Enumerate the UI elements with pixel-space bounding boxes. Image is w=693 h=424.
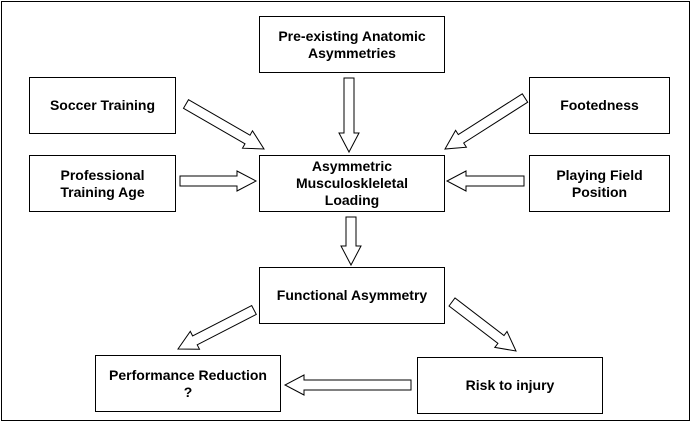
arrow-functional-to-risk	[448, 297, 517, 352]
node-playing-field-position: Playing Field Position	[529, 155, 670, 212]
node-footedness: Footedness	[529, 77, 670, 134]
arrow-loading-to-functional	[340, 216, 362, 267]
arrow-footedness-to-loading	[444, 93, 529, 150]
node-functional-asymmetry: Functional Asymmetry	[259, 267, 445, 324]
arrow-preexisting-to-loading	[338, 77, 360, 154]
node-risk-to-injury: Risk to injury	[417, 357, 603, 414]
node-asymmetric-musculoskeletal-loading: Asymmetric Musculoskleletal Loading	[259, 155, 445, 212]
node-preexisting-anatomic-asymmetries: Pre-existing Anatomic Asymmetries	[259, 16, 445, 73]
node-professional-training-age: Professional Training Age	[29, 155, 176, 212]
arrow-risk-to-performance	[283, 374, 412, 396]
arrow-functional-to-performance	[177, 304, 257, 350]
arrow-field-position-to-loading	[445, 170, 525, 192]
arrow-training-age-to-loading	[179, 170, 258, 192]
arrow-soccer-training-to-loading	[182, 99, 265, 150]
node-performance-reduction: Performance Reduction ?	[95, 355, 281, 412]
node-soccer-training: Soccer Training	[29, 77, 176, 134]
